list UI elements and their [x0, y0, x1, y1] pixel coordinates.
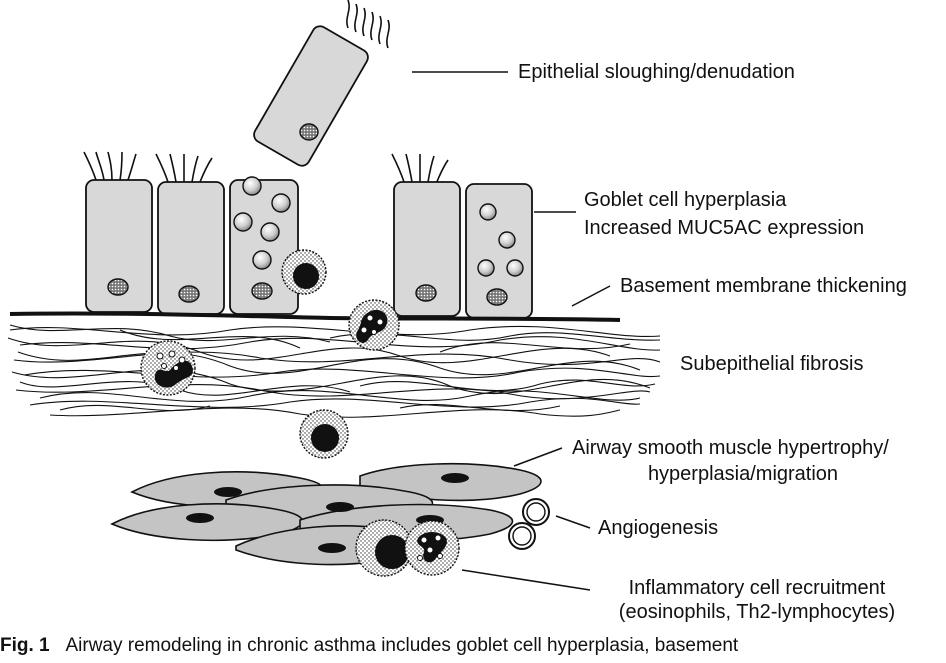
label-goblet-cell-hyperplasia: Goblet cell hyperplasia	[584, 189, 787, 211]
mucus-granules	[477, 203, 524, 277]
nucleus	[299, 123, 319, 141]
nucleus	[251, 282, 273, 300]
label-inflammatory-cell-types: (eosinophils, Th2-lymphocytes)	[618, 601, 896, 623]
label-basement-membrane: Basement membrane thickening	[620, 275, 907, 297]
ciliated-cell	[393, 181, 461, 317]
label-epithelial-sloughing: Epithelial sloughing/denudation	[518, 61, 795, 83]
lymphocyte	[281, 249, 327, 295]
lymphocyte	[355, 519, 413, 577]
label-inflammatory-recruitment: Inflammatory cell recruitment	[628, 577, 886, 599]
caption-text: Airway remodeling in chronic asthma incl…	[65, 635, 739, 656]
label-angiogenesis: Angiogenesis	[598, 517, 719, 539]
sloughed-epithelial-cell	[253, 0, 390, 167]
subepithelial-fibrosis	[7, 324, 661, 418]
basement-membrane	[9, 311, 621, 322]
label-subepithelial-fibrosis: Subepithelial fibrosis	[680, 353, 864, 375]
epithelial-layer-right	[391, 153, 533, 319]
figure-caption: Fig. 1 Airway remodeling in chronic asth…	[0, 634, 738, 658]
eosinophil	[404, 520, 460, 576]
eosinophil	[348, 299, 400, 351]
lymphocyte	[299, 409, 349, 459]
label-muc5ac-expression: Increased MUC5AC expression	[584, 217, 865, 239]
nucleus	[107, 278, 129, 296]
blood-vessels	[508, 498, 550, 550]
leader-lines	[412, 71, 611, 591]
label-smooth-muscle-line1: Airway smooth muscle hypertrophy/	[572, 437, 889, 459]
smooth-muscle-nuclei	[186, 473, 469, 553]
eosinophil	[140, 340, 196, 396]
caption-prefix: Fig. 1	[0, 635, 50, 656]
label-smooth-muscle-line2: hyperplasia/migration	[647, 463, 839, 485]
epithelial-layer-left	[83, 151, 299, 315]
mucus-granules	[233, 176, 291, 270]
nucleus	[178, 285, 200, 303]
nucleus	[486, 288, 508, 306]
nucleus	[415, 284, 437, 302]
